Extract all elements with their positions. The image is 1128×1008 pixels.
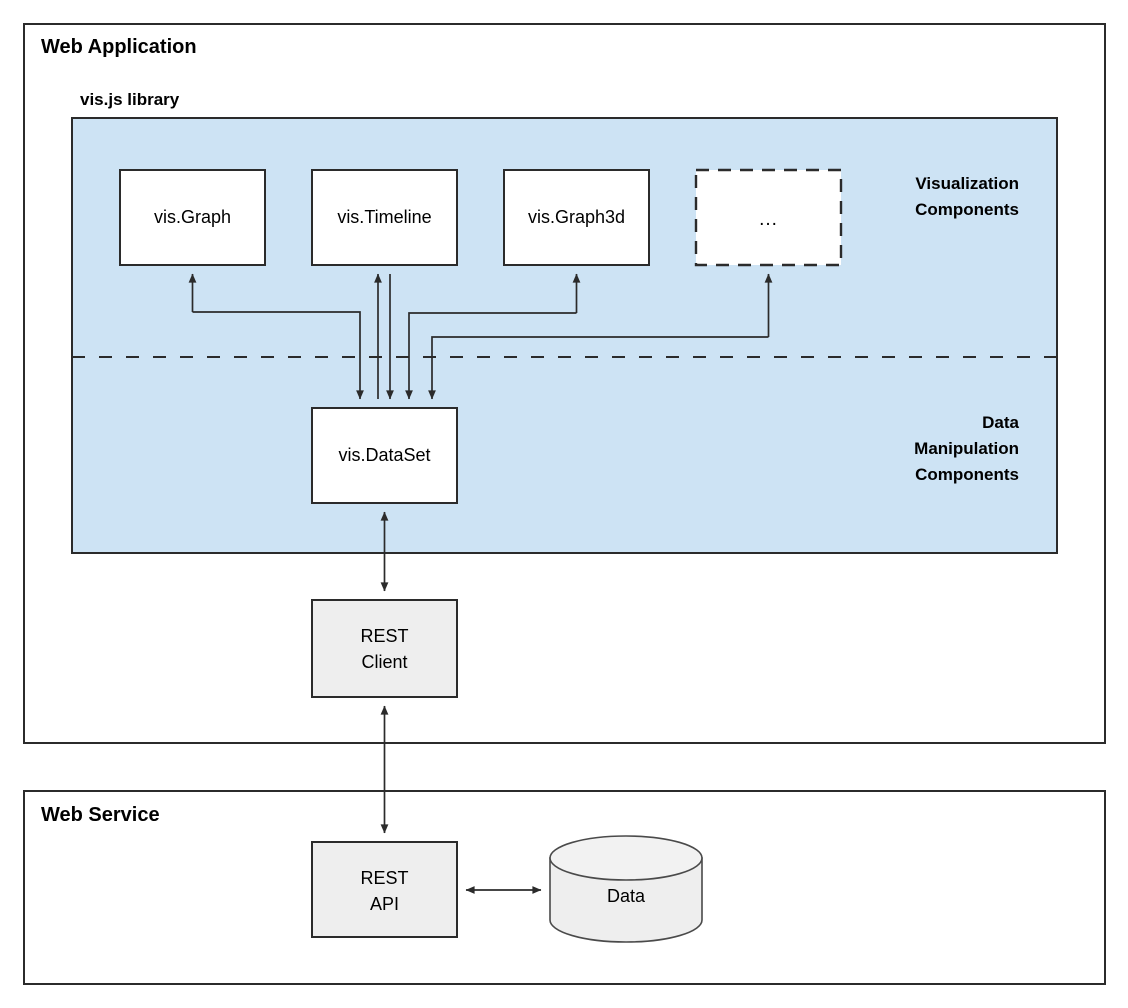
data-store-cylinder-top xyxy=(549,835,703,881)
node-rest-api-label-line1: REST xyxy=(360,868,408,888)
node-rest-client-label-line2: Client xyxy=(361,652,407,672)
node-rest-api-label-line2: API xyxy=(370,894,399,914)
node-more-components[interactable] xyxy=(694,168,843,267)
visualization-components-label-line1: Visualization xyxy=(915,174,1019,193)
data-manipulation-label-line2: Manipulation xyxy=(914,439,1019,458)
visjs-library-title: vis.js library xyxy=(80,90,180,109)
node-vis-timeline[interactable] xyxy=(311,169,458,266)
connector-vis-graph3d-to-dataset xyxy=(405,312,577,400)
node-vis-graph-label: vis.Graph xyxy=(154,207,231,227)
web-service-title: Web Service xyxy=(41,804,160,826)
data-store-cylinder-body xyxy=(549,857,703,943)
node-vis-dataset-label: vis.DataSet xyxy=(338,445,430,465)
node-vis-timeline-label: vis.Timeline xyxy=(337,207,431,227)
data-manipulation-label-line1: Data xyxy=(982,413,1019,432)
node-rest-client[interactable] xyxy=(311,599,458,698)
node-data-store-label: Data xyxy=(607,886,646,906)
node-vis-graph3d[interactable] xyxy=(503,169,650,266)
data-manipulation-label-line3: Components xyxy=(915,465,1019,484)
connector-vis-graph-to-dataset xyxy=(192,311,364,400)
node-more-components-label: ... xyxy=(759,209,778,230)
visualization-components-label-line2: Components xyxy=(915,200,1019,219)
node-vis-graph3d-label: vis.Graph3d xyxy=(528,207,625,227)
node-vis-dataset[interactable] xyxy=(311,407,458,504)
node-vis-graph[interactable] xyxy=(119,169,266,266)
node-rest-api[interactable] xyxy=(311,841,458,938)
node-rest-client-label-line1: REST xyxy=(360,626,408,646)
connector-more-components-to-dataset xyxy=(428,336,769,400)
web-application-title: Web Application xyxy=(41,36,197,58)
node-data-store[interactable]: Data xyxy=(549,835,703,943)
